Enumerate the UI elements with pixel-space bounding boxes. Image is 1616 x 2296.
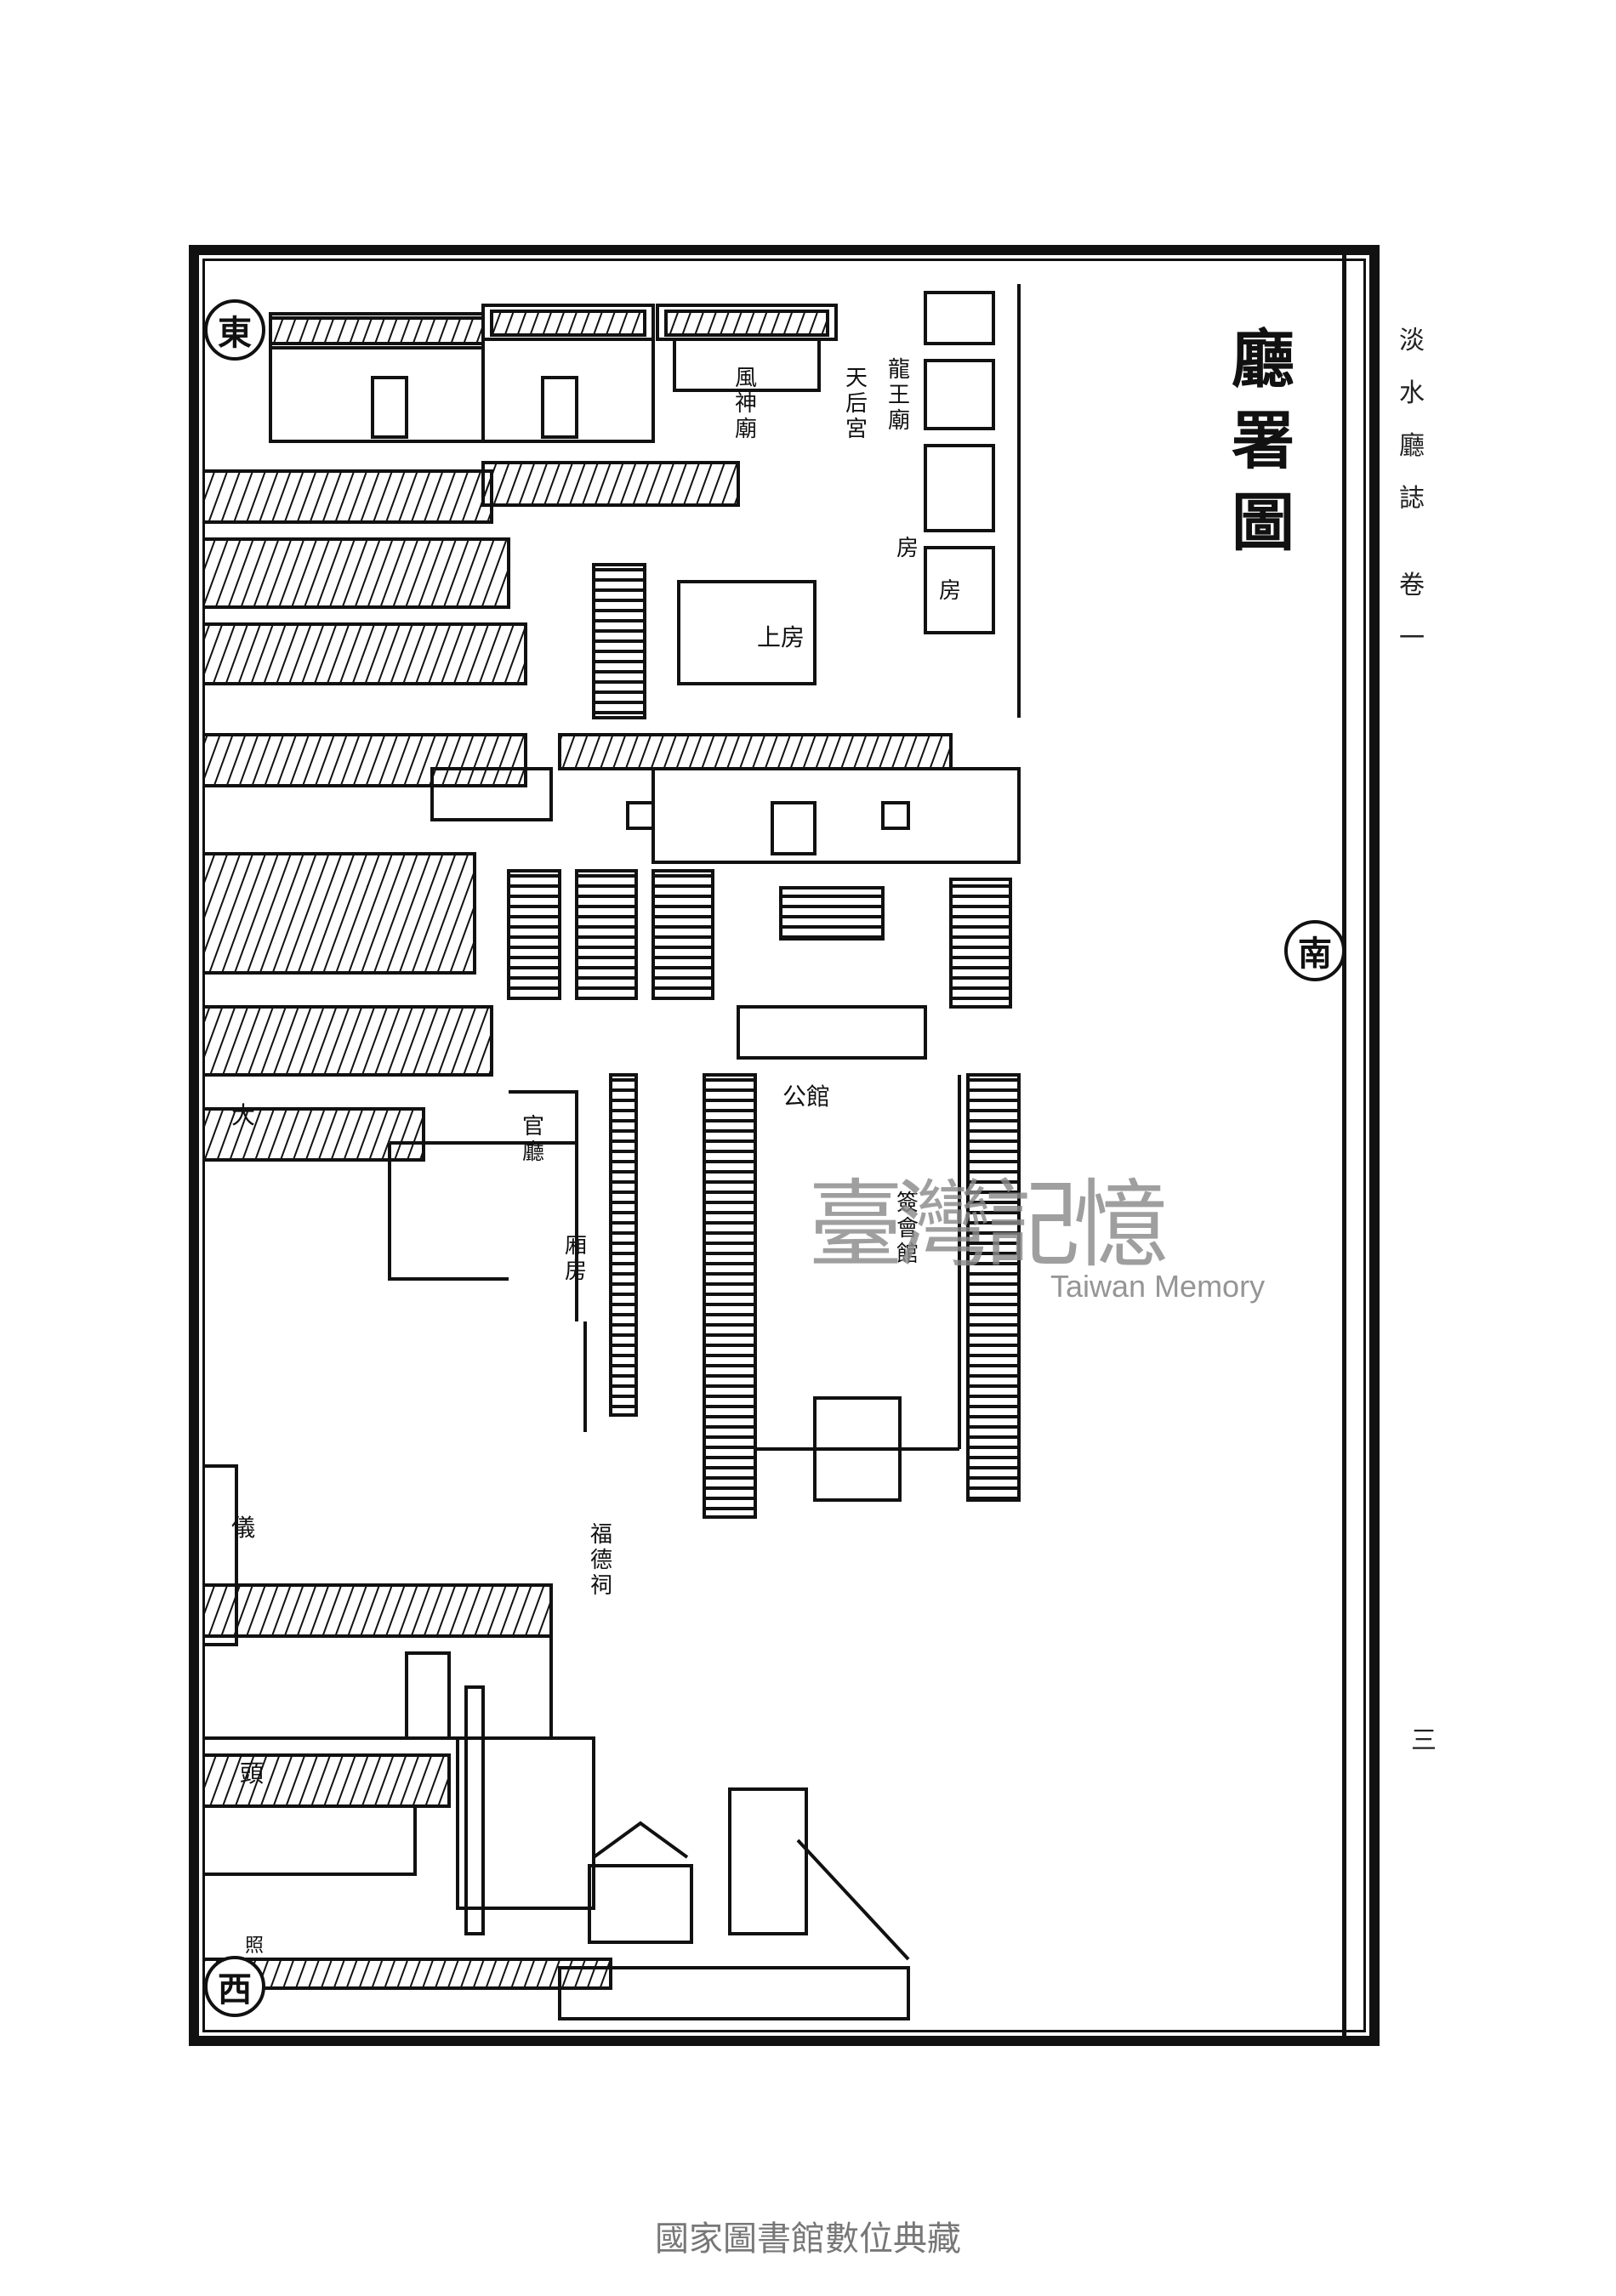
title-char: 署 (1232, 405, 1295, 478)
compass-east: 東 (204, 299, 265, 361)
side-char: 誌 (1399, 484, 1425, 514)
compound-illustration (202, 284, 1021, 2020)
label-qian-guan: 簽會館 (896, 1191, 919, 1267)
label-fang-b: 房 (938, 578, 961, 604)
label-gong-guan: 公館 (782, 1083, 831, 1111)
map-frame-outer (189, 245, 1380, 2046)
side-char: 淡 (1399, 326, 1425, 355)
page-title: 廳 署 圖 (1216, 319, 1310, 564)
side-char: 卷 (1399, 571, 1425, 600)
watermark-subtitle: Taiwan Memory (1050, 1269, 1266, 1304)
side-column-text: 淡 水 廳 誌 卷 一 (1374, 315, 1450, 665)
label-zhao: 照 (245, 1935, 265, 1957)
label-fang-a: 房 (896, 536, 919, 561)
label-tianhou-gong: 天后宮 (845, 366, 868, 442)
compass-west: 西 (204, 1956, 265, 2017)
label-fengshen-miao: 風神廟 (734, 366, 757, 442)
title-char: 廳 (1232, 323, 1295, 396)
hatched-roofs (202, 310, 953, 1990)
side-char: 一 (1399, 623, 1425, 653)
title-char: 圖 (1232, 486, 1295, 560)
label-yi: 儀 (231, 1514, 256, 1542)
label-longwang-miao: 龍王廟 (887, 357, 910, 434)
label-fude-ci: 福德祠 (589, 1522, 612, 1599)
side-char: 廳 (1399, 431, 1425, 461)
label-guan-ting: 官廳 (521, 1114, 544, 1165)
watermark-text: 臺灣記憶 (808, 1170, 1169, 1281)
shutter-screens (507, 563, 1021, 1519)
courtyard-walls (388, 580, 1021, 1502)
label-da: 大 (231, 1101, 256, 1129)
column-divider (1342, 247, 1346, 2044)
footer-credit: 國家圖書館數位典藏 (655, 2219, 961, 2259)
top-buildings (269, 291, 995, 634)
label-tou: 頭 (240, 1759, 265, 1787)
label-shang-fang: 上房 (757, 623, 805, 651)
page-number: 三 (1406, 1726, 1436, 1752)
lower-buildings (202, 1464, 910, 2020)
label-xiang-fang: 廂房 (564, 1233, 587, 1284)
side-char: 水 (1399, 378, 1425, 408)
compass-south: 南 (1284, 920, 1346, 981)
